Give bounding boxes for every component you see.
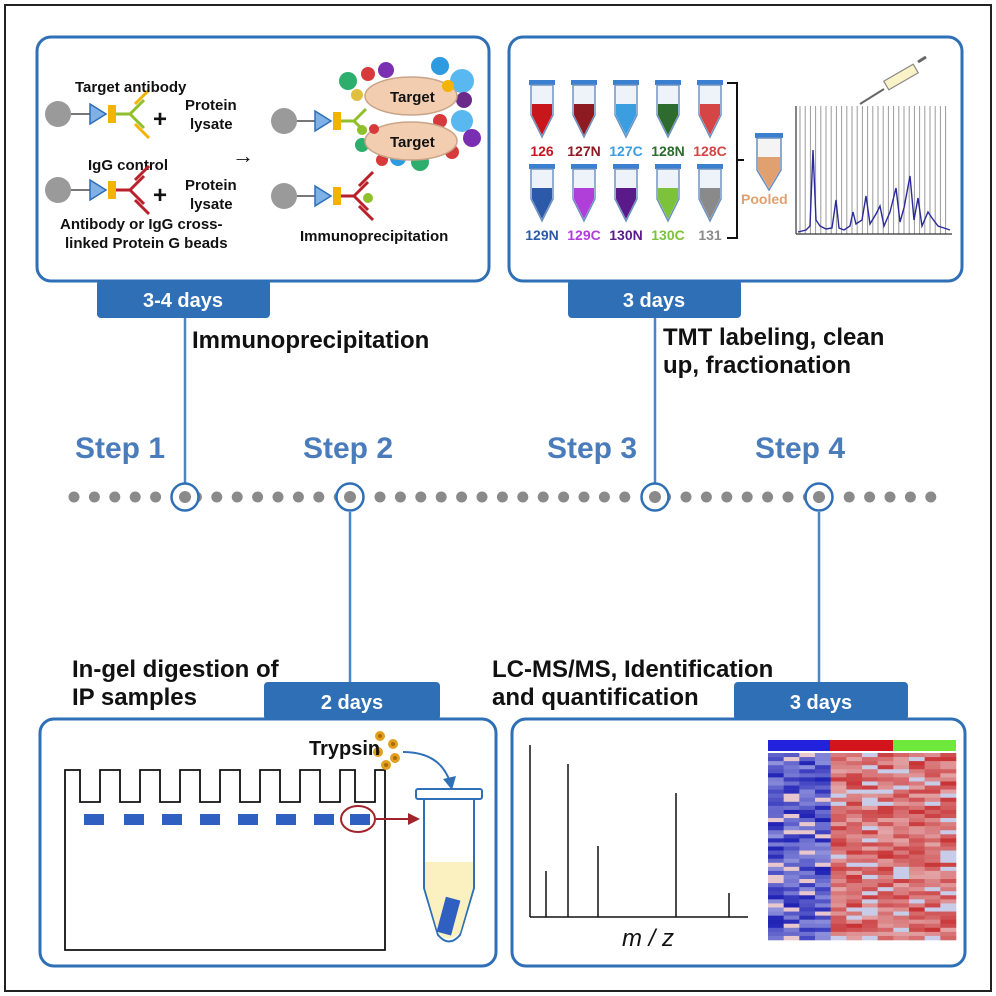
tmt-tube-label: 128C [693, 143, 726, 159]
target-complexes [339, 57, 481, 171]
plus-sign-2: + [153, 182, 167, 209]
step2-marker [335, 482, 365, 512]
gel-bands [84, 814, 370, 825]
step3-duration: 3 days [623, 290, 685, 312]
reaction-arrow: → [232, 143, 254, 168]
ip-result-caption: Immunoprecipitation [300, 228, 448, 245]
tmt-tube-label: 129C [567, 227, 600, 243]
step3-duration-badge [568, 280, 741, 318]
step4-description-line2: and quantification [492, 684, 699, 711]
digestion-tube [415, 788, 483, 943]
target-label-2: Target [390, 134, 435, 151]
tmt-tube-label: 128N [651, 143, 684, 159]
tmt-tube-129n [529, 164, 555, 223]
target-oval-1 [364, 76, 458, 116]
step2-duration-badge [264, 682, 440, 720]
protein-lysate-label-2-top: Protein [185, 177, 237, 194]
trypsin-label: Trypsin [309, 738, 380, 760]
tmt-tube-label: 127C [609, 143, 642, 159]
sds-gel [64, 769, 386, 951]
tmt-tube-label: 130C [651, 227, 684, 243]
tmt-tube-label: 130N [609, 227, 642, 243]
step4-label: Step 4 [755, 432, 845, 465]
step4-description-line1: LC-MS/MS, Identification [492, 656, 773, 683]
step2-label: Step 2 [303, 432, 393, 465]
step4-duration: 3 days [790, 692, 852, 714]
step3-label: Step 3 [547, 432, 637, 465]
pooled-label: Pooled [741, 191, 788, 207]
tmt-tube-label: 131 [698, 227, 722, 243]
tmt-tube-127c [613, 80, 639, 139]
step1-label: Step 1 [75, 432, 165, 465]
tmt-tube-label: 126 [530, 143, 554, 159]
step3-description-line1: TMT labeling, clean [663, 324, 884, 351]
beads-caption-line1: Antibody or IgG cross- [60, 216, 223, 233]
step1-duration: 3-4 days [143, 290, 223, 312]
trypsin-arrow [402, 751, 451, 783]
step3-marker [640, 482, 670, 512]
tmt-tube-129c [571, 164, 597, 223]
tmt-tube-130c [655, 164, 681, 223]
protein-lysate-label-2-bottom: lysate [190, 196, 233, 213]
step3-description-line2: up, fractionation [663, 352, 851, 379]
fractionation-chromatogram [795, 106, 952, 235]
step2-duration: 2 days [321, 692, 383, 714]
tmt-tube-label: 129N [525, 227, 558, 243]
igg-control-label: IgG control [88, 157, 168, 174]
protein-lysate-label-top: Protein [185, 97, 237, 114]
tmt-tube-131 [697, 164, 723, 223]
step1-description: Immunoprecipitation [192, 327, 429, 354]
bead-igg-result [271, 170, 375, 222]
tmt-tubes: 126 127N 127C 128N 128C 129N 129C 130N 130C 131 [525, 80, 727, 243]
step4-marker [804, 482, 834, 512]
protein-lysate-label-bottom: lysate [190, 116, 233, 133]
heatmap [768, 740, 957, 941]
target-oval-2 [364, 121, 458, 161]
ip-panel: Target antibody + Protein lysate IgG con… [35, 35, 491, 283]
tmt-tube-126 [529, 80, 555, 139]
bead-antibody-result [271, 107, 368, 135]
tmt-panel: 126 127N 127C 128N 128C 129N 129C 130N 130C 131 P… [507, 35, 964, 283]
excised-band-circle [340, 805, 376, 833]
gel-panel: Trypsin [38, 717, 498, 968]
step1-duration-badge [97, 280, 270, 318]
bead-igg-1 [45, 164, 151, 216]
pooled-tube [755, 133, 783, 192]
plus-sign: + [153, 106, 167, 133]
tmt-tube-127n [571, 80, 597, 139]
tmt-tube-130n [613, 164, 639, 223]
syringe-icon [859, 55, 927, 105]
bead-antibody-1 [45, 88, 151, 140]
trypsin-icon [373, 731, 400, 770]
target-antibody-label: Target antibody [75, 79, 187, 96]
mass-spectrum [529, 745, 748, 918]
timeline [68, 482, 937, 512]
step4-duration-badge [734, 682, 908, 720]
tmt-tube-128c [697, 80, 723, 139]
ms-panel: m / z [510, 717, 967, 968]
step2-description-line1: In-gel digestion of [72, 656, 280, 683]
target-label-1: Target [390, 89, 435, 106]
beads-caption-line2: linked Protein G beads [65, 235, 228, 252]
step1-marker [170, 482, 200, 512]
mz-axis-label: m / z [622, 925, 674, 952]
step2-description-line2: IP samples [72, 684, 197, 711]
tmt-tube-128n [655, 80, 681, 139]
tmt-tube-label: 127N [567, 143, 600, 159]
